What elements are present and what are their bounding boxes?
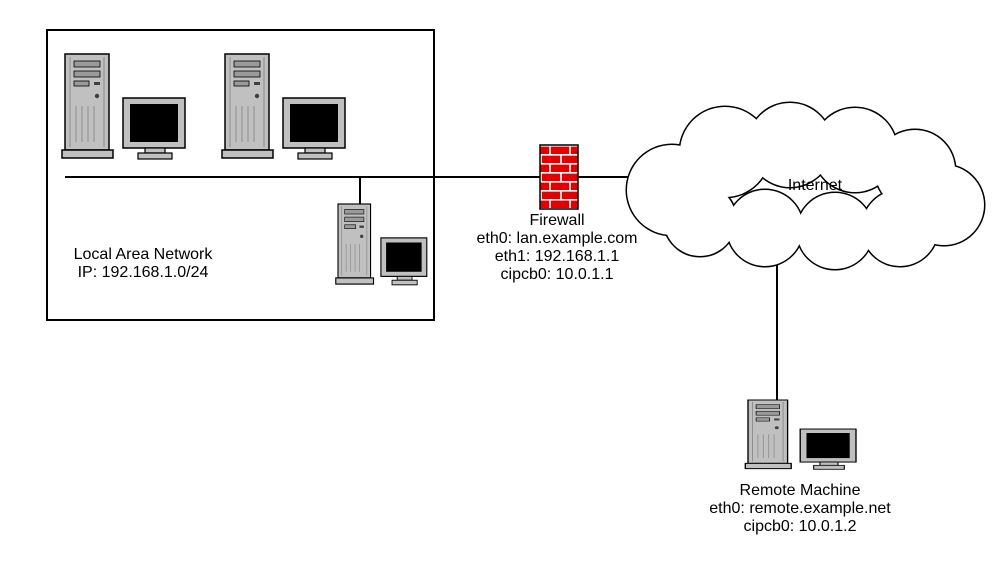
remote-machine-icon [744, 399, 857, 470]
remote-cipcb0: cipcb0: 10.0.1.2 [743, 518, 857, 535]
lan-ip: IP: 192.168.1.0/24 [77, 264, 209, 281]
remote-eth0: eth0: remote.example.net [709, 500, 891, 517]
firewall-cipcb0: cipcb0: 10.0.1.1 [500, 266, 614, 283]
firewall-label: Firewall eth0: lan.example.com eth1: 192… [437, 212, 677, 284]
lan-server-icon [335, 203, 428, 286]
firewall-eth0: eth0: lan.example.com [476, 230, 638, 247]
lan-label: Local Area Network IP: 192.168.1.0/24 [40, 246, 246, 282]
internet-cloud-icon [625, 101, 986, 271]
remote-machine-label: Remote Machine eth0: remote.example.net … [650, 482, 950, 536]
firewall-title: Firewall [529, 212, 585, 229]
lan-title: Local Area Network [73, 246, 213, 263]
firewall-eth1: eth1: 192.168.1.1 [494, 248, 620, 265]
remote-title: Remote Machine [739, 482, 861, 499]
internet-label: Internet [787, 177, 843, 194]
firewall-icon [539, 144, 579, 210]
lan-boundary-box [46, 29, 435, 321]
lan-workstation-2-icon [221, 53, 346, 160]
lan-workstation-1-icon [61, 53, 186, 160]
